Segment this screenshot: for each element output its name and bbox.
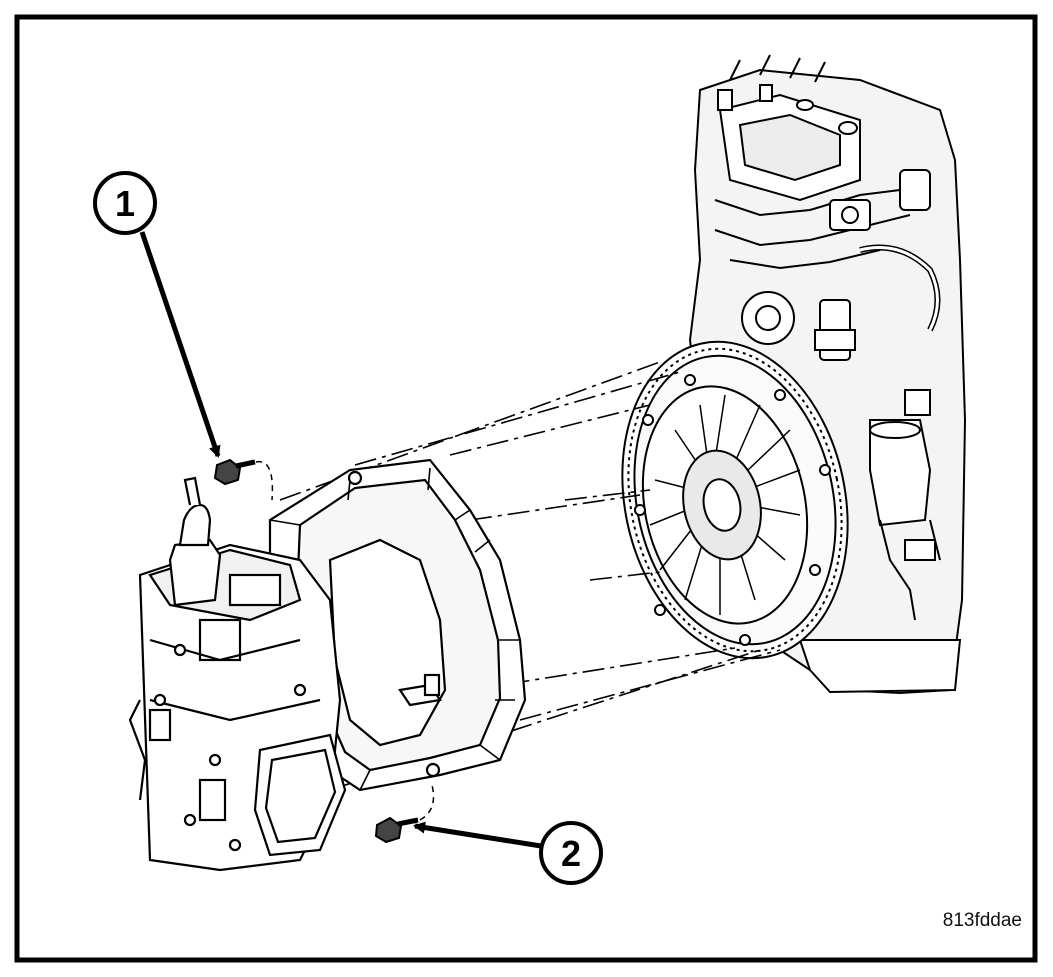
callout-2-label: 2	[561, 833, 581, 874]
callout-1-arrow	[139, 231, 221, 458]
upper-bolt	[213, 458, 256, 486]
lower-bolt	[374, 816, 419, 844]
callout-1-label: 1	[115, 183, 135, 224]
lower-bolt-path	[419, 784, 435, 821]
callout-1: 1	[93, 171, 221, 458]
callout-2-arrow	[413, 821, 542, 849]
upper-bolt-path	[255, 460, 274, 501]
figure-reference-code: 813fddae	[943, 910, 1022, 931]
transmission-case	[128, 476, 347, 872]
callout-2: 2	[413, 821, 603, 885]
clutch-assembly	[621, 340, 849, 660]
